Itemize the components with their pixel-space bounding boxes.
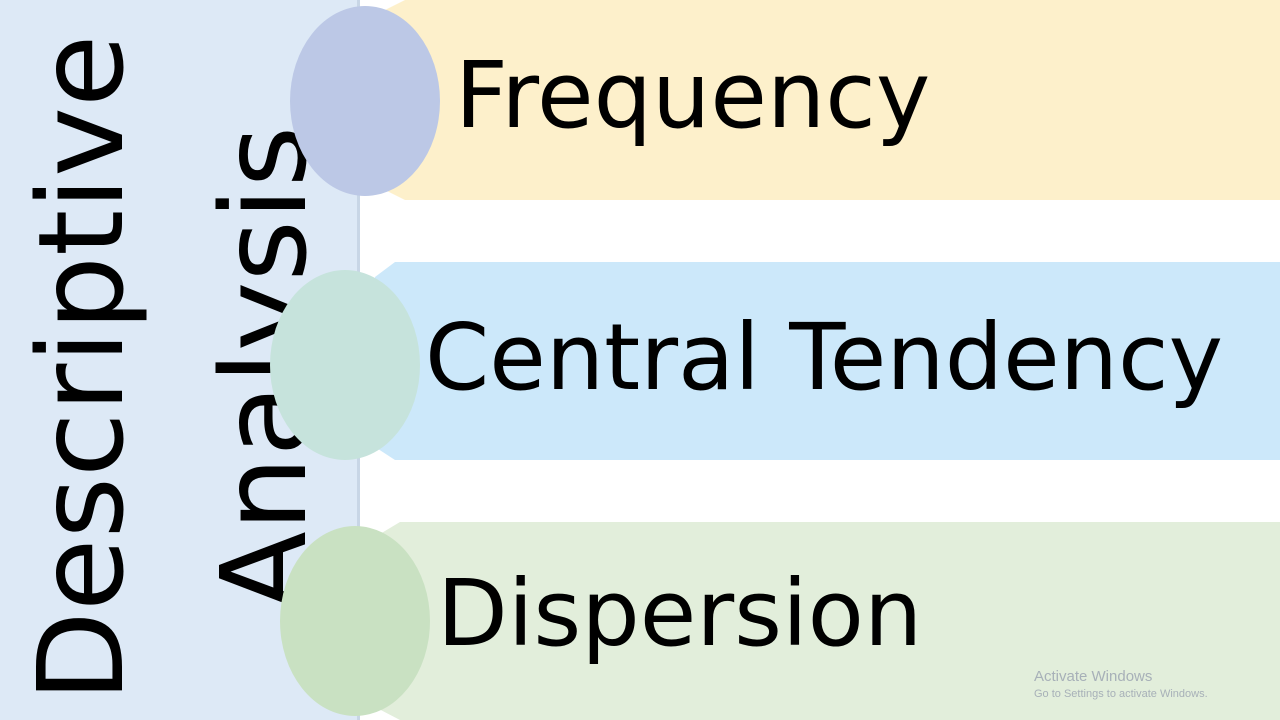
circle-central-tendency (270, 270, 420, 460)
band-frequency: Frequency (375, 0, 1280, 200)
band-shape-central-tendency (375, 262, 1280, 460)
windows-activation-watermark: Activate Windows Go to Settings to activ… (1034, 668, 1208, 700)
band-shape-dispersion (375, 522, 1280, 720)
band-dispersion: Dispersion (375, 522, 1280, 720)
band-label-frequency: Frequency (455, 42, 931, 149)
title-panel-overlay (0, 0, 360, 720)
watermark-title: Activate Windows (1034, 668, 1153, 685)
band-label-dispersion: Dispersion (437, 560, 923, 667)
circle-dispersion (280, 526, 430, 716)
band-label-central-tendency: Central Tendency (425, 304, 1224, 411)
circle-frequency (290, 6, 440, 196)
watermark-subtitle: Go to Settings to activate Windows. (1034, 688, 1208, 700)
band-shape-frequency (375, 0, 1280, 200)
band-central-tendency: Central Tendency (375, 262, 1280, 462)
